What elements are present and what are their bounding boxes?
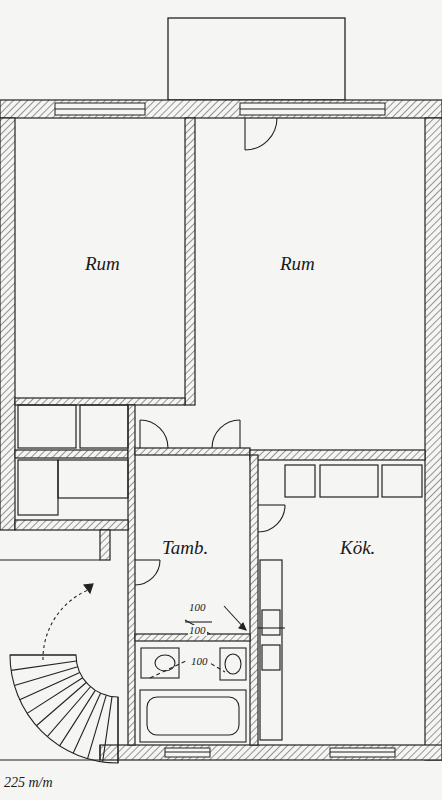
walls [0,100,442,760]
room-name: Kök. [340,537,375,559]
dimension-number: 100 [188,602,207,613]
doors [135,118,285,634]
dimension-number: 100 [188,625,207,636]
room-name: Rum [85,253,120,275]
bathroom-fixtures [140,648,246,742]
room: Rum [195,118,425,450]
staircase [0,560,118,763]
dimension-number: 100 [190,656,209,667]
room-name: Tamb. [162,537,208,559]
room: Kök. [258,460,425,745]
room: Rum [15,118,185,398]
balcony [168,18,345,100]
scale-note: 225 m/m [3,776,54,790]
windows [55,103,395,757]
room-name: Rum [280,253,315,275]
